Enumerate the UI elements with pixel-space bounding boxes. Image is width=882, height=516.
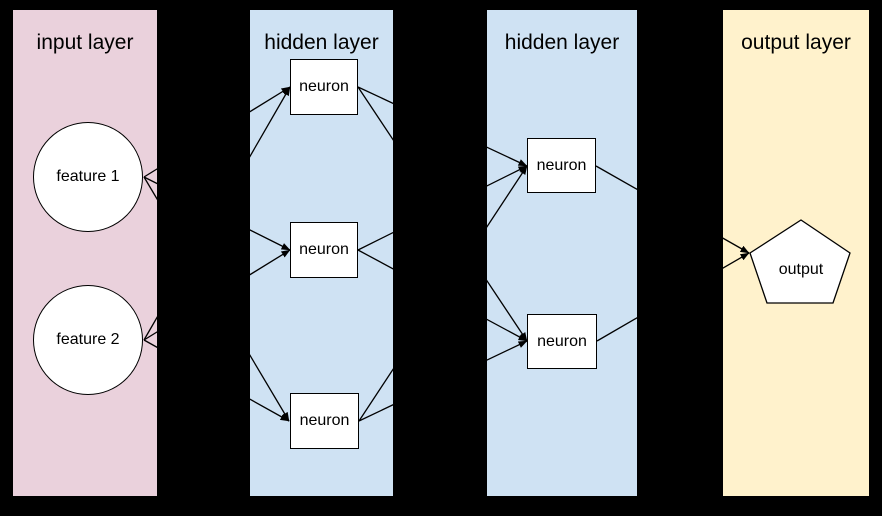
layer-title-hidden-1: hidden layer [264, 31, 379, 54]
node-h1-neuron-1: neuron [290, 59, 358, 115]
node-output-label: output [778, 261, 824, 278]
node-feature-1-label: feature 1 [56, 168, 120, 185]
node-h2-neuron-1-label: neuron [536, 156, 587, 174]
node-h1-neuron-2-label: neuron [299, 241, 349, 258]
node-feature-1: feature 1 [33, 122, 143, 232]
node-h1-neuron-3-label: neuron [299, 412, 350, 429]
node-h2-neuron-1: neuron [527, 138, 596, 193]
node-feature-2-label: feature 2 [56, 331, 120, 348]
node-h1-neuron-2: neuron [290, 222, 358, 278]
node-h1-neuron-3: neuron [290, 393, 359, 449]
layer-input: input layer [13, 10, 157, 496]
edges-group [143, 86, 750, 422]
node-h1-neuron-1-label: neuron [299, 78, 349, 95]
layer-title-hidden-2: hidden layer [504, 31, 620, 54]
layer-title-output: output layer [741, 31, 851, 54]
layer-title-input: input layer [36, 31, 134, 54]
layer-output: output layer [723, 10, 869, 496]
node-feature-2: feature 2 [33, 285, 143, 395]
node-h2-neuron-2-label: neuron [537, 332, 587, 350]
node-h2-neuron-2: neuron [527, 314, 597, 369]
layer-hidden-2: hidden layer [487, 10, 637, 496]
